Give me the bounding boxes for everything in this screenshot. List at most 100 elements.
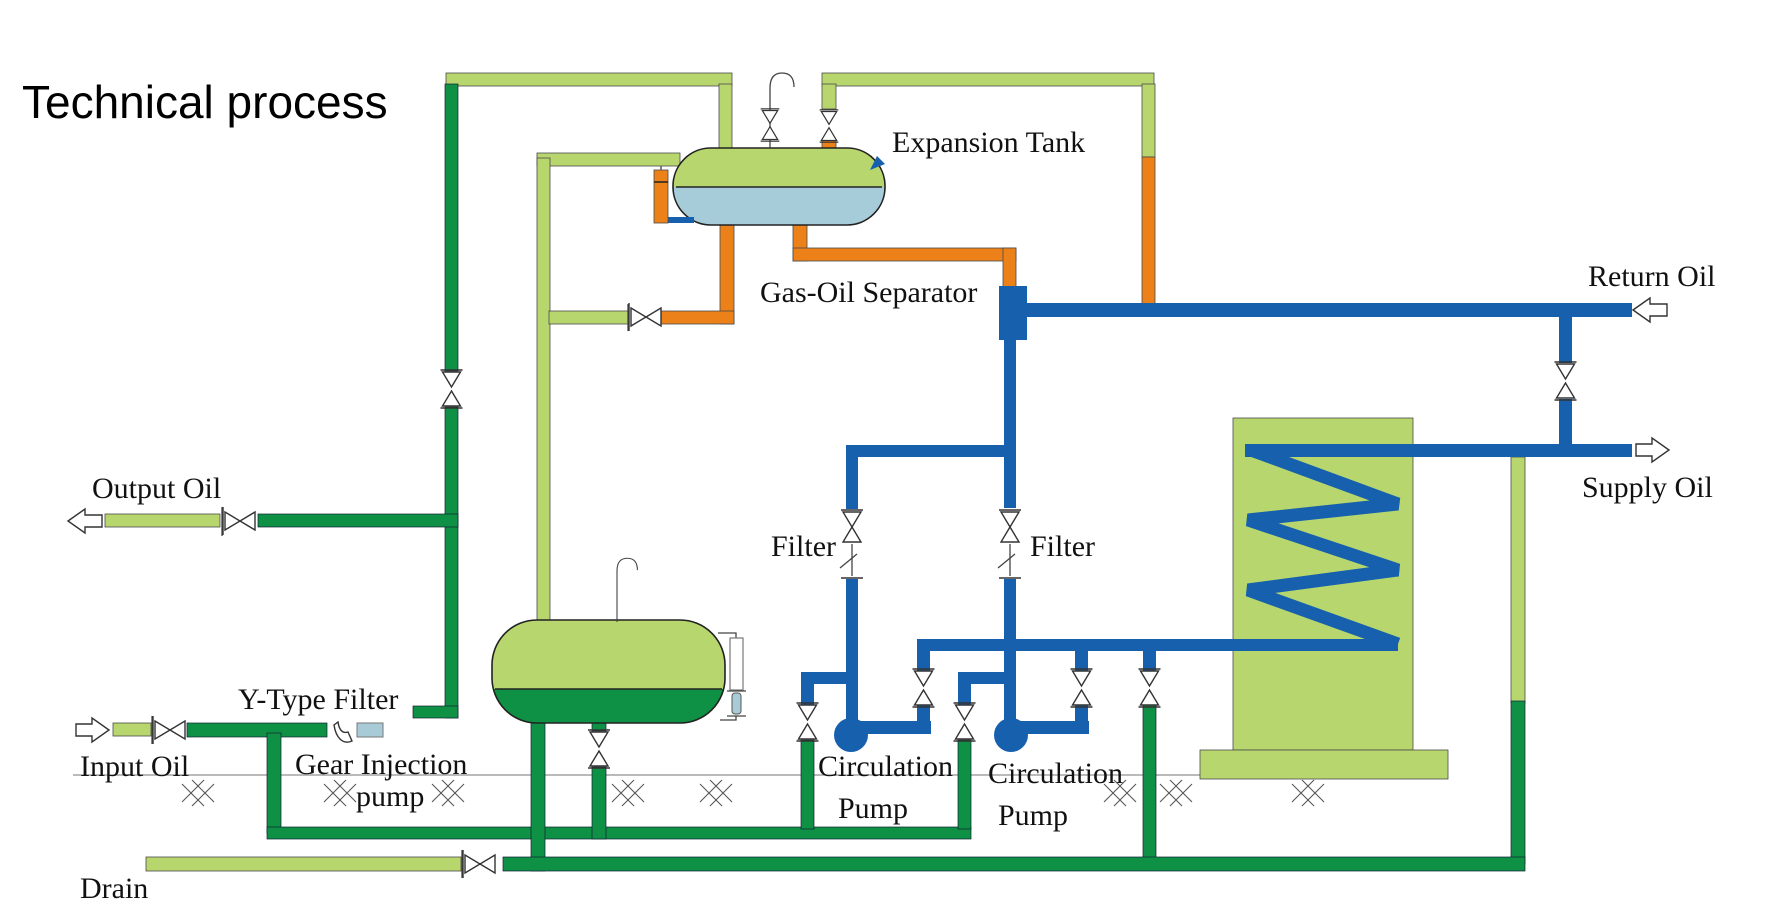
pipe-segment: [1510, 456, 1526, 704]
pump-body: [834, 718, 868, 752]
pipe-segment: [548, 310, 629, 325]
expansion-tank-liquid: [673, 187, 885, 225]
tank-drain-valve-icon: [587, 729, 611, 769]
pipe-segment: [821, 83, 837, 110]
pump2-discharge-pipe: [1011, 721, 1089, 734]
filter-right-icon: [997, 509, 1022, 579]
pump1-suction-pipe: [846, 579, 858, 720]
pipe-segment: [719, 215, 735, 325]
pipe-segment: [718, 83, 733, 149]
return-oil-line: [1026, 303, 1632, 317]
label-pump2-line2: Pump: [998, 799, 1068, 832]
tank-drain-pipe: [530, 721, 546, 872]
drain-check-valve-icon: [462, 849, 496, 879]
gear-injection-pump-icon: [356, 722, 384, 738]
pipes-light-green: [104, 72, 1526, 872]
label-expansion-tank: Expansion Tank: [892, 126, 1085, 159]
ground-hatch: [699, 779, 733, 807]
sight-glass-tube: [729, 637, 744, 691]
separator-down-pipe: [1004, 340, 1016, 508]
main-oil-tank: [491, 619, 726, 724]
ground-hatch: [611, 779, 645, 807]
input-oil-pipe: [112, 722, 152, 737]
pipe-segment: [917, 649, 930, 671]
tank-spout-icon: [870, 156, 885, 170]
main-tank-sight-glass: [718, 632, 746, 721]
output-oil-arrow-icon: [67, 508, 103, 534]
pipe-segment: [1002, 247, 1017, 289]
gauge-line: [718, 632, 737, 638]
filter-branch-pipe: [846, 445, 1016, 457]
gas-oil-separator-vessel: [999, 286, 1027, 340]
gauge-line: [720, 716, 737, 721]
pipes-dark-green: [186, 83, 1526, 872]
pipe-segment: [266, 732, 282, 834]
pipe-segment: [412, 705, 459, 719]
drain-header: [502, 856, 1526, 872]
expansion-tank: [672, 147, 886, 226]
exchanger-coil: [1245, 443, 1401, 651]
pipe-segment: [958, 682, 971, 705]
label-pump1-line1: Circulation: [818, 750, 953, 783]
y-strainer-icon: [333, 720, 353, 743]
output-oil-pipe: [257, 513, 459, 528]
pipe-segment: [821, 72, 1155, 87]
pipe-segment: [846, 457, 858, 509]
page-title: Technical process: [22, 76, 388, 128]
expansion-tank-outline: [672, 147, 886, 226]
pump2-suction-riser: [957, 739, 972, 830]
filter-left-icon: [839, 509, 864, 579]
circulation-pump-1-icon: [834, 718, 868, 752]
suction-manifold: [266, 826, 972, 840]
label-input-oil: Input Oil: [80, 750, 189, 783]
manifold-drain-riser: [1142, 704, 1157, 864]
label-gas-oil-separator: Gas-Oil Separator: [760, 276, 977, 309]
label-gear-injection-line1: Gear Injection: [295, 748, 467, 781]
gauge-connect-pipe: [656, 217, 694, 223]
pipe-segment: [1075, 649, 1088, 671]
ground-hatch: [431, 779, 465, 807]
gauge-float: [731, 692, 742, 715]
output-oil-pipe: [104, 513, 221, 528]
pump1-suction-riser: [800, 739, 815, 830]
ground-hatch: [323, 779, 357, 807]
label-pump2-line1: Circulation: [988, 757, 1123, 790]
pipe-segment: [444, 406, 459, 719]
bypass-pipe: [1559, 317, 1572, 363]
expansion-return-check-valve-icon: [628, 302, 662, 332]
return-oil-arrow-icon: [1632, 297, 1668, 323]
supply-oil-arrow-icon: [1635, 437, 1670, 463]
expansion-tank-level-gauge: [653, 166, 669, 224]
output-check-valve-icon: [222, 506, 256, 536]
vent-hook-icon: [616, 557, 638, 623]
input-check-valve-icon: [152, 715, 186, 745]
pipe-segment: [792, 247, 1017, 262]
main-tank-upper: [492, 620, 725, 689]
pipe-segment: [1141, 83, 1156, 158]
pipes-blue: [801, 303, 1632, 734]
pipe-segment: [657, 310, 735, 325]
ground-hatch: [1291, 779, 1325, 807]
ground-line-group: [73, 774, 1325, 807]
label-pump1-line2: Pump: [838, 792, 908, 825]
main-tank-outline: [491, 619, 726, 724]
expansion-inlet-valve-icon: [819, 109, 839, 143]
input-oil-pipe: [186, 722, 328, 738]
ground-hatch: [1159, 779, 1193, 807]
pipe-segment: [591, 766, 607, 840]
pump-body: [994, 718, 1028, 752]
pump1-discharge-pipe: [851, 721, 931, 734]
label-return-oil: Return Oil: [1588, 260, 1716, 293]
gauge-tube: [653, 169, 669, 224]
heat-exchanger-base: [1199, 749, 1449, 780]
pipe-segment: [536, 157, 551, 623]
pipe-segment: [536, 152, 681, 167]
label-gear-injection-line2: pump: [356, 780, 424, 813]
pump1-suction-valve-icon: [795, 702, 820, 742]
main-tank-oil: [492, 689, 725, 723]
label-drain: Drain: [80, 872, 148, 905]
pipe-segment: [444, 83, 459, 372]
label-filter-left: Filter: [771, 530, 836, 563]
pipe-segment: [1510, 700, 1526, 865]
